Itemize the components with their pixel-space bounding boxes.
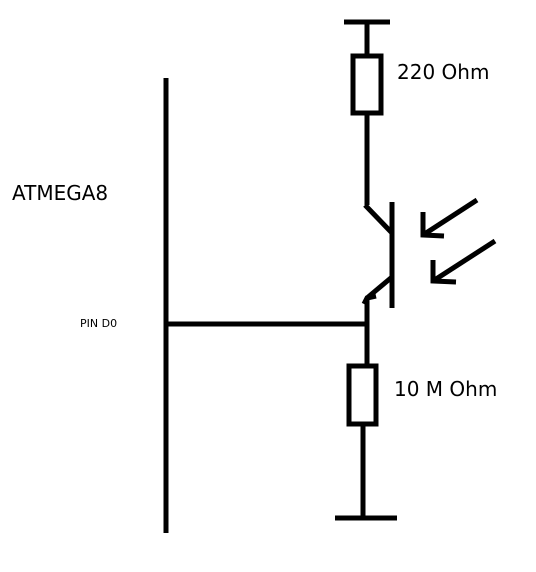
light-arrow-1-shaft xyxy=(421,197,479,238)
light-arrow-2-head-icon xyxy=(430,260,457,285)
resistor-10m-ohm xyxy=(346,363,379,427)
top-resistor-label: 220 Ohm xyxy=(397,60,490,84)
collector-lead xyxy=(363,203,394,235)
light-arrow-1-head-icon xyxy=(420,212,445,239)
bottom-resistor-label: 10 M Ohm xyxy=(394,377,498,401)
pin-label: PIN D0 xyxy=(80,317,118,330)
emitter-lead xyxy=(365,275,394,300)
resistor-220-ohm xyxy=(350,53,384,116)
chip-label: ATMEGA8 xyxy=(12,181,109,205)
light-arrow-2-shaft xyxy=(431,238,497,284)
